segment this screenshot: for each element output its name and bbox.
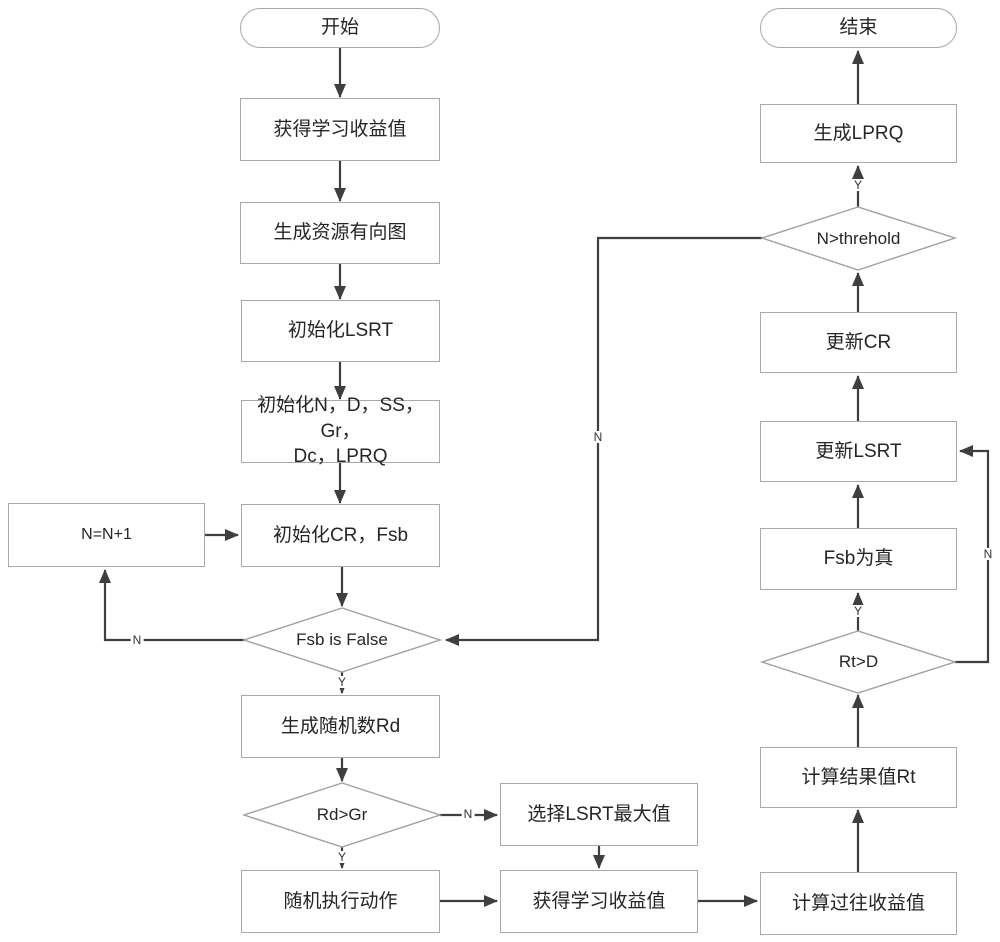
edge-label-threshold-yes: Y (851, 178, 865, 192)
rt-gt-d-decision-shape (759, 630, 958, 694)
process-fsb-true: Fsb为真 (760, 528, 957, 590)
process-calc-past-gain: 计算过往收益值 (760, 872, 957, 935)
fsb-is-false-decision-shape (241, 607, 443, 673)
process-n-increment: N=N+1 (8, 503, 205, 567)
process-generate-lprq: 生成LPRQ (760, 104, 957, 163)
process-generate-random-rd: 生成随机数Rd (241, 695, 440, 758)
process-update-cr: 更新CR (760, 312, 957, 373)
process-generate-resource-digraph: 生成资源有向图 (240, 202, 440, 264)
process-obtain-learning-gain-1: 获得学习收益值 (240, 98, 440, 161)
edge-label-fsb-yes: Y (335, 675, 349, 689)
n-gt-threshold-decision-shape (759, 206, 958, 271)
process-obtain-learning-gain-2: 获得学习收益值 (500, 870, 698, 933)
rd-gt-gr-decision-shape (241, 782, 443, 848)
edge-label-rt-yes: Y (851, 604, 865, 618)
start-terminator: 开始 (240, 8, 440, 48)
process-random-action: 随机执行动作 (241, 870, 440, 933)
process-calc-result-rt: 计算结果值Rt (760, 747, 957, 808)
process-init-cr-fsb: 初始化CR，Fsb (241, 504, 440, 567)
process-init-lsrt: 初始化LSRT (241, 300, 440, 362)
edge-fsb-no-loop (99, 569, 244, 642)
process-init-variables: 初始化N，D，SS，Gr， Dc，LPRQ (241, 395, 440, 467)
edge-label-rt-no: N (981, 547, 995, 561)
edge-label-threshold-no: N (591, 430, 605, 444)
edge-label-fsb-no: N (130, 633, 144, 647)
process-select-lsrt-max: 选择LSRT最大值 (500, 783, 698, 846)
process-update-lsrt: 更新LSRT (760, 421, 957, 482)
edge-label-rd-yes: Y (335, 850, 349, 864)
end-terminator: 结束 (760, 8, 957, 48)
edge-label-rd-no: N (461, 807, 475, 821)
process-init-variables-line1: 初始化N，D，SS，Gr， (257, 395, 424, 442)
process-init-variables-line2: Dc，LPRQ (293, 446, 388, 468)
